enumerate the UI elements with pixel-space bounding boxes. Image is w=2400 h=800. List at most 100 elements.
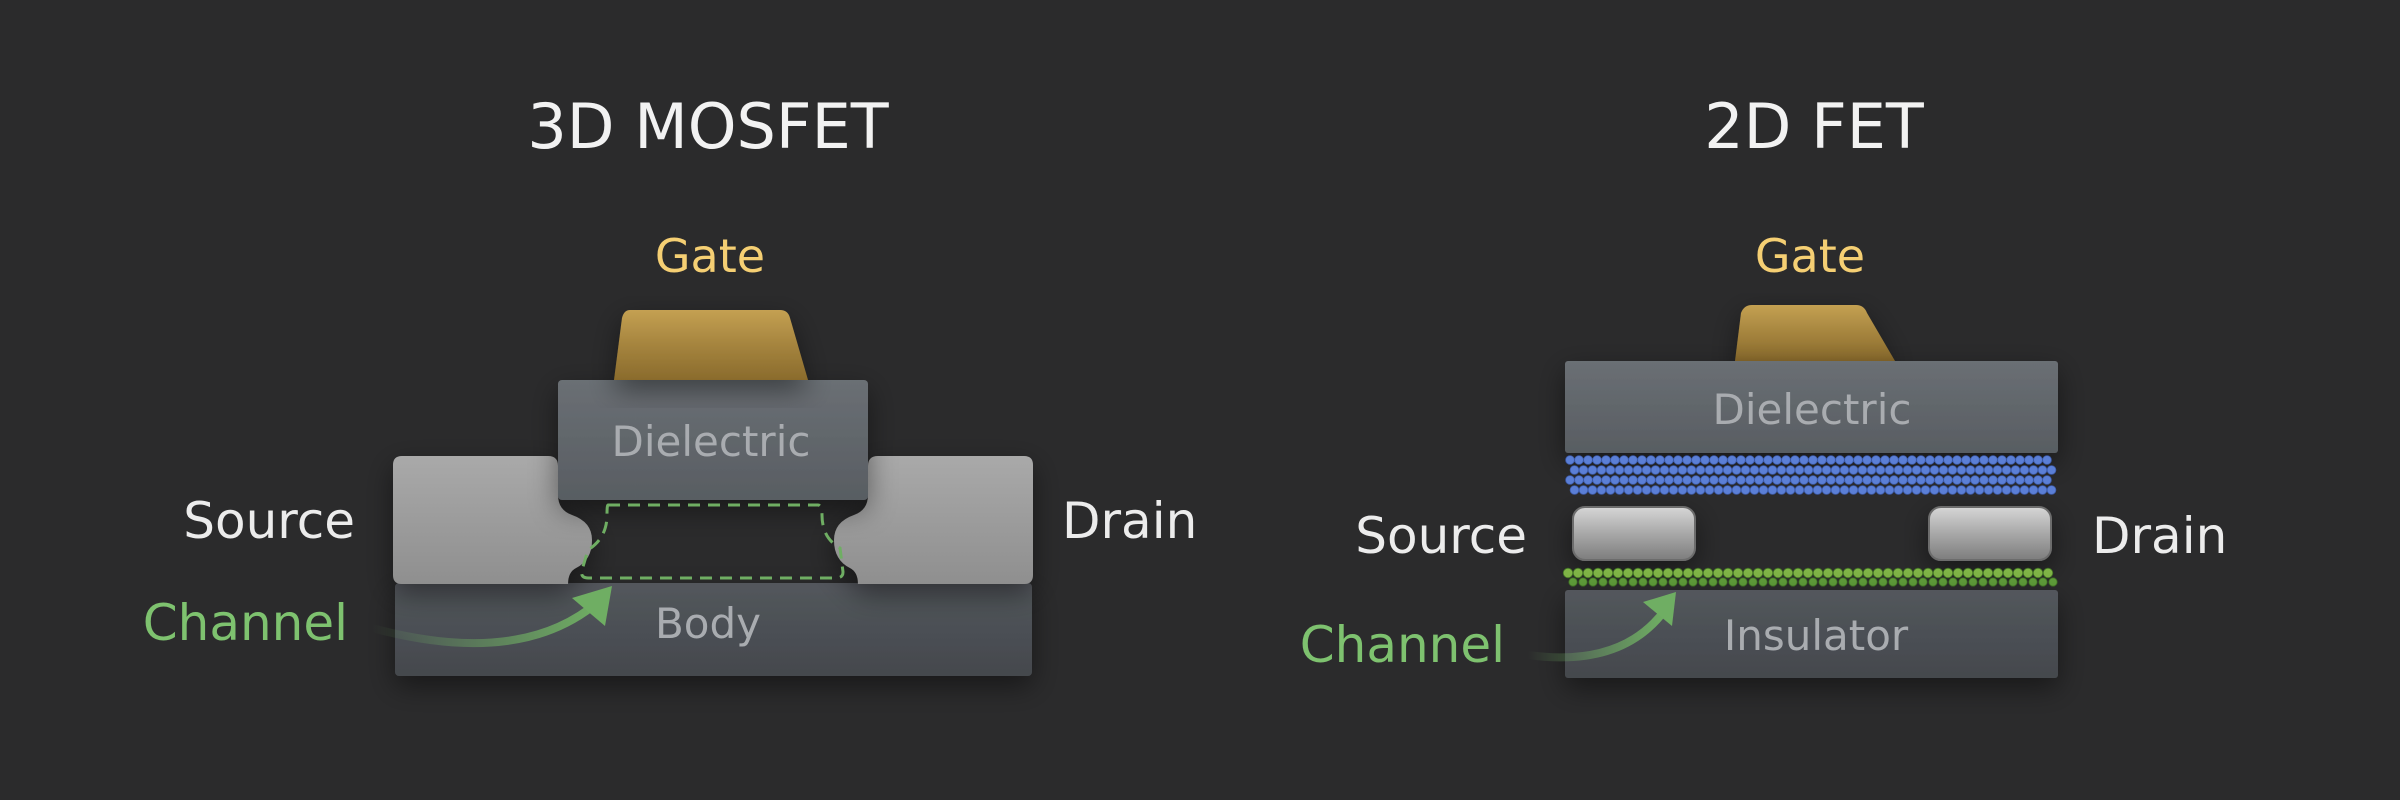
channel-atom: [1912, 567, 1924, 579]
hbn-atom: [1943, 455, 1953, 465]
channel-atom: [1598, 577, 1608, 587]
hbn-atom: [1718, 455, 1728, 465]
hbn-atom: [1623, 465, 1634, 475]
mosfet-3d-source-label: Source: [183, 492, 355, 550]
hbn-atom: [1776, 485, 1787, 495]
hbn-atom: [1664, 475, 1674, 485]
fet-2d-title: 2D FET: [1704, 90, 1925, 163]
mosfet-3d-channel-label: Channel: [143, 594, 348, 652]
hbn-atom: [1920, 485, 1931, 495]
channel-atom: [1992, 567, 2004, 579]
hbn-atom: [1835, 475, 1845, 485]
hbn-atom: [1659, 485, 1670, 495]
hbn-atom: [1893, 465, 1904, 475]
hbn-atom: [2019, 465, 2030, 475]
channel-atom: [1772, 567, 1784, 579]
channel-atom: [1718, 577, 1728, 587]
channel-atom: [1622, 567, 1634, 579]
hbn-atom: [1668, 485, 1679, 495]
channel-atom: [1798, 577, 1808, 587]
hbn-atom: [1718, 475, 1728, 485]
hbn-atom: [1700, 475, 1710, 485]
hbn-atom: [1583, 455, 1593, 465]
channel-atom: [1768, 577, 1778, 587]
channel-atom: [1652, 567, 1664, 579]
channel-atom: [1792, 567, 1804, 579]
hbn-atom: [1650, 485, 1661, 495]
channel-atom: [1658, 577, 1668, 587]
channel-atom: [1902, 567, 1914, 579]
hbn-atom: [1601, 455, 1611, 465]
fet-2d-insulator: [1565, 590, 2058, 678]
hbn-atom: [1736, 455, 1746, 465]
hbn-atom: [1596, 465, 1607, 475]
hbn-atom: [1826, 455, 1836, 465]
channel-atom: [1862, 567, 1874, 579]
channel-atom: [1742, 567, 1754, 579]
fet-2d-drain-label: Drain: [2092, 507, 2227, 565]
hbn-atom: [1902, 485, 1913, 495]
hbn-atom: [1974, 465, 1985, 475]
hbn-atom: [1610, 455, 1620, 465]
hbn-atom: [2015, 455, 2025, 465]
hbn-atom: [1614, 485, 1625, 495]
channel-atom: [2002, 567, 2014, 579]
hbn-atom: [1884, 485, 1895, 495]
hbn-atom: [2006, 455, 2016, 465]
hbn-atom: [1826, 475, 1836, 485]
hbn-atom: [1983, 465, 1994, 475]
channel-atom: [2048, 577, 2058, 587]
hbn-atom: [1821, 465, 1832, 475]
hbn-atom: [1614, 465, 1625, 475]
hbn-atom: [1745, 455, 1755, 465]
hbn-atom: [1898, 455, 1908, 465]
hbn-atom: [1844, 455, 1854, 465]
hbn-atom: [1857, 465, 1868, 475]
hbn-atom: [1961, 475, 1971, 485]
fet-2d-channel-layer: [1562, 567, 2058, 587]
hbn-atom: [1569, 485, 1580, 495]
channel-atom: [1988, 577, 1998, 587]
channel-atom: [1682, 567, 1694, 579]
channel-atom: [1938, 577, 1948, 587]
channel-atom: [1748, 577, 1758, 587]
channel-atom: [2032, 567, 2044, 579]
channel-atom: [1808, 577, 1818, 587]
channel-atom: [1898, 577, 1908, 587]
hbn-atom: [1839, 465, 1850, 475]
channel-atom: [1588, 577, 1598, 587]
hbn-atom: [1569, 465, 1580, 475]
hbn-atom: [1920, 465, 1931, 475]
fet-2d-gate: [1735, 305, 1895, 361]
hbn-atom: [1628, 455, 1638, 465]
channel-atom: [1562, 567, 1574, 579]
hbn-atom: [1628, 475, 1638, 485]
channel-atom: [1642, 567, 1654, 579]
hbn-atom: [1934, 475, 1944, 485]
hbn-atom: [1650, 465, 1661, 475]
channel-atom: [1848, 577, 1858, 587]
hbn-atom: [1623, 485, 1634, 495]
hbn-atom: [1677, 465, 1688, 475]
hbn-atom: [1754, 455, 1764, 465]
hbn-atom: [1979, 455, 1989, 465]
fet-2d-channel-arrow: [1524, 606, 1669, 662]
hbn-atom: [1974, 485, 1985, 495]
hbn-atom: [1839, 485, 1850, 495]
mosfet-3d-gate: [614, 310, 808, 380]
channel-atom: [1568, 577, 1578, 587]
hbn-atom: [1817, 475, 1827, 485]
hbn-atom: [1745, 475, 1755, 485]
channel-atom: [1632, 567, 1644, 579]
hbn-atom: [2028, 465, 2039, 475]
hbn-atom: [1848, 485, 1859, 495]
hbn-atom: [1727, 455, 1737, 465]
hbn-atom: [1587, 465, 1598, 475]
channel-atom: [1662, 567, 1674, 579]
hbn-atom: [2001, 485, 2012, 495]
hbn-atom: [1857, 485, 1868, 495]
hbn-atom: [2046, 485, 2057, 495]
channel-atom: [2038, 577, 2048, 587]
hbn-atom: [1997, 455, 2007, 465]
hbn-atom: [1601, 475, 1611, 485]
